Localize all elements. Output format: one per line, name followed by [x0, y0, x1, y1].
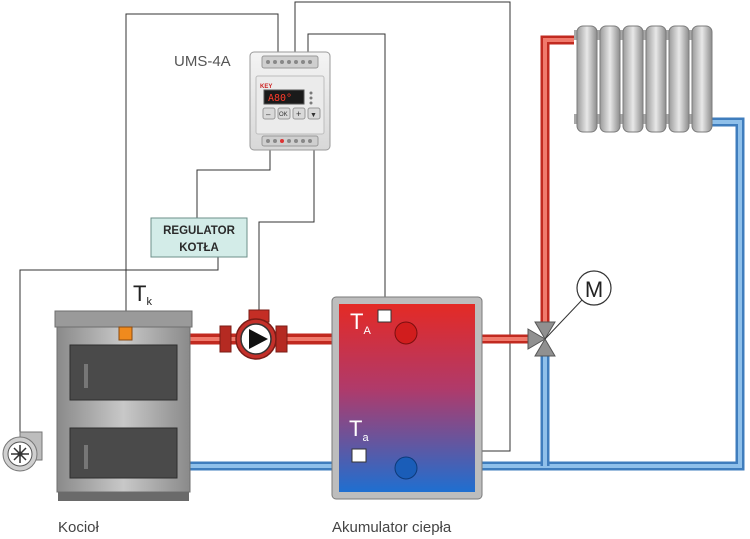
- heat-accumulator: TA Ta Akumulator ciepła: [331, 296, 483, 536]
- sensor-ta-top-label: TA: [350, 309, 371, 337]
- mixing-valve: M: [527, 270, 612, 357]
- pump: [219, 309, 288, 360]
- svg-text:OK: OK: [279, 112, 288, 118]
- boiler-regulator: REGULATOR KOTŁA: [150, 217, 248, 258]
- tank-bottom-port: [394, 456, 418, 480]
- tank-top-port: [394, 321, 418, 345]
- wire-pump: [258, 150, 315, 312]
- caption-tank: Akumulator ciepła: [332, 519, 452, 536]
- tank-top-sensor: [377, 309, 392, 323]
- controller-name: UMS-4A: [174, 53, 231, 70]
- key-minus[interactable]: [262, 107, 276, 120]
- caption-boiler: Kocioł: [58, 519, 100, 536]
- svg-text:▼: ▼: [310, 112, 317, 119]
- sensor-ta-bottom-label: Ta: [349, 416, 369, 444]
- regulator-line1: REGULATOR: [163, 225, 235, 237]
- wire-regulator: [196, 150, 271, 218]
- wire-tank-top: [307, 33, 386, 312]
- regulator-line2: KOTŁA: [179, 242, 219, 254]
- key-ok[interactable]: [277, 107, 291, 120]
- pump-arrow-icon: [249, 329, 268, 349]
- valve-motor-label: M: [585, 277, 603, 302]
- svg-text:+: +: [296, 109, 301, 119]
- boiler-sensor: [118, 326, 133, 341]
- controller-keys: – OK + ▼: [262, 107, 321, 120]
- wire-boiler-sensor: [125, 13, 279, 318]
- svg-text:–: –: [266, 110, 271, 119]
- controller-ums-4a: UMS-4A KEY A80° – OK + ▼: [174, 51, 331, 151]
- tank-bottom-sensor: [351, 448, 367, 463]
- radiator: [574, 25, 713, 133]
- controller-display-value: A80°: [268, 93, 292, 104]
- boiler: Tk Kocioł: [2, 281, 193, 536]
- valve-motor: [576, 270, 612, 306]
- key-plus[interactable]: [292, 107, 306, 120]
- controller-brand: KEY: [260, 84, 272, 90]
- pipe-hot-radiator: [480, 35, 574, 344]
- fan-icon: [2, 431, 43, 472]
- wire-fan: [19, 257, 219, 432]
- radiator-fins: [576, 25, 713, 133]
- key-down[interactable]: [307, 107, 321, 120]
- sensor-tk-label: Tk: [133, 281, 152, 308]
- controller-display: [263, 89, 305, 105]
